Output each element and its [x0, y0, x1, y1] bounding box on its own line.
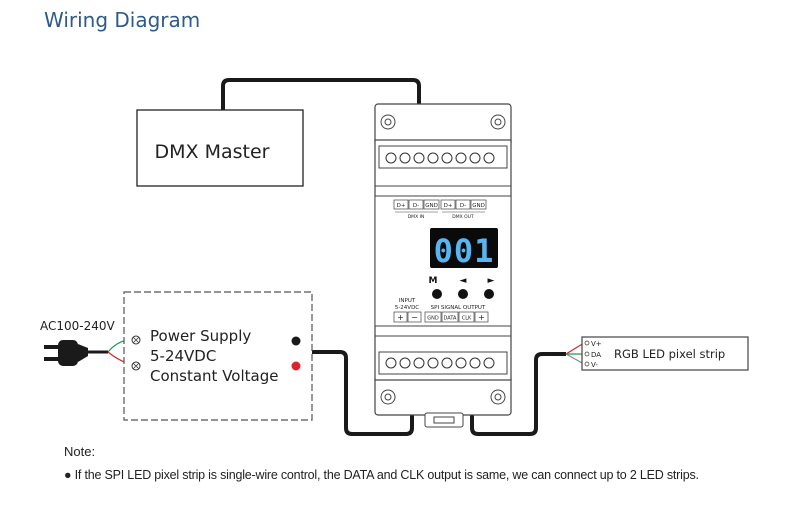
ac-plug-icon: [44, 340, 88, 366]
note-title: Note:: [64, 444, 96, 459]
led-strip-pads: [584, 340, 590, 367]
dmx-in-pin-1: D+: [397, 203, 406, 209]
button-label-right: ►: [488, 276, 495, 286]
led-strip-label: RGB LED pixel strip: [614, 347, 725, 361]
strip-wire-red: [565, 342, 585, 355]
dmx-pin-labels: D+ D- GND D+ D- GND DMX IN DMX OUT: [393, 199, 487, 220]
spi-output-label: SPI SIGNAL OUTPUT: [431, 305, 486, 311]
dmx-master-box: [136, 109, 304, 187]
led-strip-box: [581, 336, 749, 371]
strip-wire-white: [565, 353, 585, 365]
output-pin-data: DATA: [444, 316, 457, 322]
right-button[interactable]: [484, 289, 494, 299]
controller-buttons: M ◄ ►: [429, 276, 495, 286]
strip-pin-da: DA: [591, 351, 601, 359]
note-text: ● If the SPI LED pixel strip is single-w…: [64, 468, 699, 482]
ac-label: AC100-240V: [40, 319, 116, 333]
input-label-1: INPUT: [399, 298, 416, 304]
input-pin-minus: −: [411, 313, 418, 322]
output-pin-gnd: GND: [427, 316, 439, 322]
button-label-left: ◄: [460, 276, 467, 286]
output-pin-plus: +: [478, 313, 485, 322]
output-pin-clk: CLK: [462, 316, 472, 322]
button-label-m: M: [429, 276, 438, 286]
dmx-cable: [221, 78, 421, 138]
output-terminal-screws: [385, 357, 495, 369]
dmx-out-pin-2: D-: [460, 203, 466, 209]
ac-terminal-screws: [131, 335, 141, 371]
power-supply-line-3: Constant Voltage: [150, 367, 278, 385]
dmx-in-label: DMX IN: [408, 214, 425, 220]
led-display: [430, 228, 498, 268]
dmx-out-pin-1: D+: [444, 203, 453, 209]
power-cable: [312, 350, 414, 436]
input-label-2: 5-24VDC: [395, 305, 419, 311]
dmx-master-label: DMX Master: [155, 141, 270, 163]
strip-pin-vplus: V+: [591, 340, 602, 348]
dmx-in-pin-3: GND: [425, 203, 438, 209]
strip-cable: [470, 352, 566, 436]
mode-button[interactable]: [432, 289, 442, 299]
dc-output-terminals: [291, 336, 301, 371]
left-button[interactable]: [458, 289, 468, 299]
dmx-in-pin-2: D-: [413, 203, 419, 209]
input-pin-plus: +: [397, 313, 404, 322]
strip-pin-vminus: V-: [591, 361, 598, 369]
display-value: 001: [434, 232, 495, 270]
power-supply-box: [123, 291, 313, 421]
power-supply-line-1: Power Supply: [150, 327, 251, 345]
dmx-out-label: DMX OUT: [452, 214, 474, 220]
page-title: Wiring Diagram: [44, 8, 201, 32]
dmx-out-pin-3: GND: [472, 203, 485, 209]
led-strip-pins: V+ DA V-: [591, 340, 602, 369]
dmx-terminal-screws: [385, 152, 495, 164]
power-supply-line-2: 5-24VDC: [150, 347, 216, 365]
io-labels: INPUT 5-24VDC SPI SIGNAL OUTPUT + − GND …: [393, 298, 489, 323]
